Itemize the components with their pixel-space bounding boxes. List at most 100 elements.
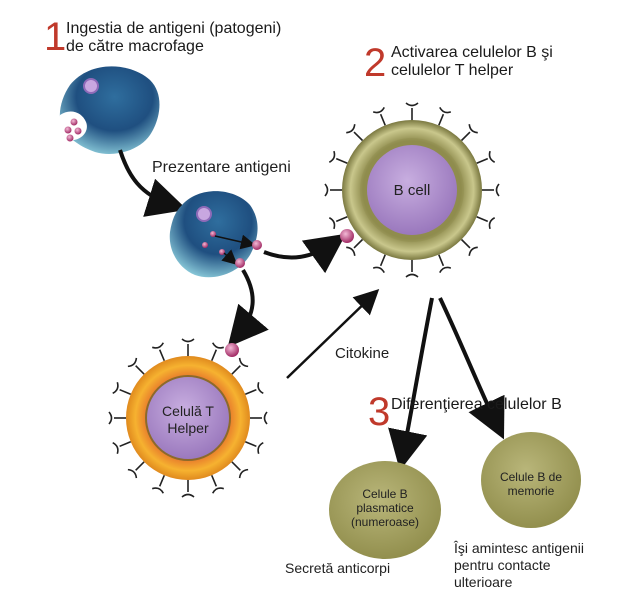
memory-line1: Celule B de xyxy=(499,470,563,484)
receptor-fork xyxy=(181,493,195,498)
plasma-line3: (numeroase) xyxy=(350,515,420,529)
arrow-presentation-to-thelper xyxy=(227,268,269,348)
receptor-fork xyxy=(372,266,385,274)
receptor xyxy=(379,113,386,126)
receptor-fork xyxy=(108,411,113,425)
step-2-line2: celulelor T helper xyxy=(391,62,514,79)
receptor xyxy=(231,461,241,471)
receptor xyxy=(438,254,445,267)
receptor xyxy=(210,349,218,362)
label-antigen-presentation: Prezentare antigeni xyxy=(152,159,291,176)
receptor-fork xyxy=(346,246,356,256)
label-cytokines: Citokine xyxy=(335,345,390,362)
plasma-cell-label: Celule B plasmatice (numeroase) xyxy=(330,487,440,529)
receptor-fork xyxy=(238,357,249,368)
antigen-dot xyxy=(202,242,208,248)
receptor-fork xyxy=(127,357,138,368)
step-1-line2: de către macrofage xyxy=(66,38,204,55)
receptor-fork xyxy=(488,217,496,230)
step-1-number: 1 xyxy=(44,15,67,59)
plasma-line2: plasmatice xyxy=(356,501,414,515)
b-cell xyxy=(324,102,500,278)
antigen-dot xyxy=(74,127,82,135)
label-memory-function: Îşi amintesc antigenii pentru contacte u… xyxy=(454,540,584,591)
receptor-fork xyxy=(257,381,264,395)
step-2-line1: Activarea celulelor B şi xyxy=(391,44,553,61)
receptor xyxy=(353,238,364,249)
arrow-presentation-to-bcell xyxy=(263,233,347,274)
receptor-fork xyxy=(468,246,478,256)
receptor-fork xyxy=(238,468,249,479)
receptor xyxy=(335,157,348,164)
receptor xyxy=(438,113,445,126)
step-3-text: Diferenţierea celulelor B xyxy=(391,396,562,413)
memory-cell-label: Celule B de memorie xyxy=(481,470,581,498)
receptor-fork xyxy=(151,487,165,494)
receptor-fork xyxy=(211,487,225,494)
step-2-text: Activarea celulelor B şi celulelor T hel… xyxy=(391,44,553,80)
receptor xyxy=(231,365,241,375)
receptor xyxy=(460,131,471,142)
arrow-ingestion-to-presentation xyxy=(118,149,188,217)
receptor-fork xyxy=(181,338,195,343)
receptor-fork xyxy=(263,411,268,425)
receptor-fork xyxy=(405,102,419,107)
receptor xyxy=(353,131,364,142)
receptor-fork xyxy=(405,273,419,278)
t-helper-line1: Celulă T xyxy=(162,403,214,419)
receptor xyxy=(244,440,257,448)
antigen-dot xyxy=(219,249,225,255)
antigen-dot xyxy=(64,126,72,134)
antigen-bound xyxy=(225,343,239,357)
receptor-fork xyxy=(324,183,329,197)
receptor xyxy=(460,238,471,249)
receptor-fork xyxy=(439,266,452,274)
receptor xyxy=(379,254,386,267)
step-1-text: Ingestia de antigeni (patogeni) de către… xyxy=(66,20,281,56)
label-secretes-antibodies: Secretă anticorpi xyxy=(285,560,391,576)
receptor-fork xyxy=(112,441,119,455)
memory-cell xyxy=(481,432,581,528)
receptor xyxy=(119,440,132,448)
plasma-cell xyxy=(329,461,441,559)
receptor xyxy=(135,365,145,375)
receptor-fork xyxy=(328,217,336,230)
receptor xyxy=(158,349,166,362)
antigen-dot xyxy=(235,258,245,268)
arrow-to-plasma-cells xyxy=(388,297,434,471)
receptor xyxy=(119,388,132,396)
receptor-fork xyxy=(151,342,165,349)
receptor-fork xyxy=(211,342,225,349)
macrophage-2 xyxy=(169,191,262,278)
t-helper-label: Celulă T Helper xyxy=(148,403,228,437)
remember-line1: Îşi amintesc antigenii xyxy=(454,540,584,556)
remember-line2: pentru contacte xyxy=(454,557,551,573)
receptor-fork xyxy=(112,381,119,395)
b-cell-label: B cell xyxy=(393,182,431,199)
receptor-fork xyxy=(488,150,496,163)
receptor-fork xyxy=(439,106,452,114)
receptor-fork xyxy=(372,106,385,114)
antigen-bound xyxy=(340,229,354,243)
receptor-fork xyxy=(495,183,500,197)
arrow-cytokines xyxy=(286,289,380,379)
step-3-number: 3 xyxy=(368,390,391,434)
antigen-dot xyxy=(252,240,262,250)
antigen-dot xyxy=(70,118,78,126)
receptor-fork xyxy=(127,468,138,479)
antigen-dot xyxy=(210,231,216,237)
receptor-fork xyxy=(468,124,478,134)
receptor xyxy=(335,216,348,223)
step-2-number: 2 xyxy=(364,41,387,85)
t-helper-line2: Helper xyxy=(167,420,209,436)
macrophage-1 xyxy=(58,66,160,155)
receptor xyxy=(158,474,166,487)
receptor xyxy=(476,216,489,223)
memory-line2: memorie xyxy=(507,484,555,498)
receptor xyxy=(244,388,257,396)
receptor xyxy=(476,157,489,164)
plasma-line1: Celule B xyxy=(362,487,408,501)
receptor xyxy=(210,474,218,487)
antigen-dot xyxy=(66,134,74,142)
arrow-to-memory-cells xyxy=(438,297,505,440)
